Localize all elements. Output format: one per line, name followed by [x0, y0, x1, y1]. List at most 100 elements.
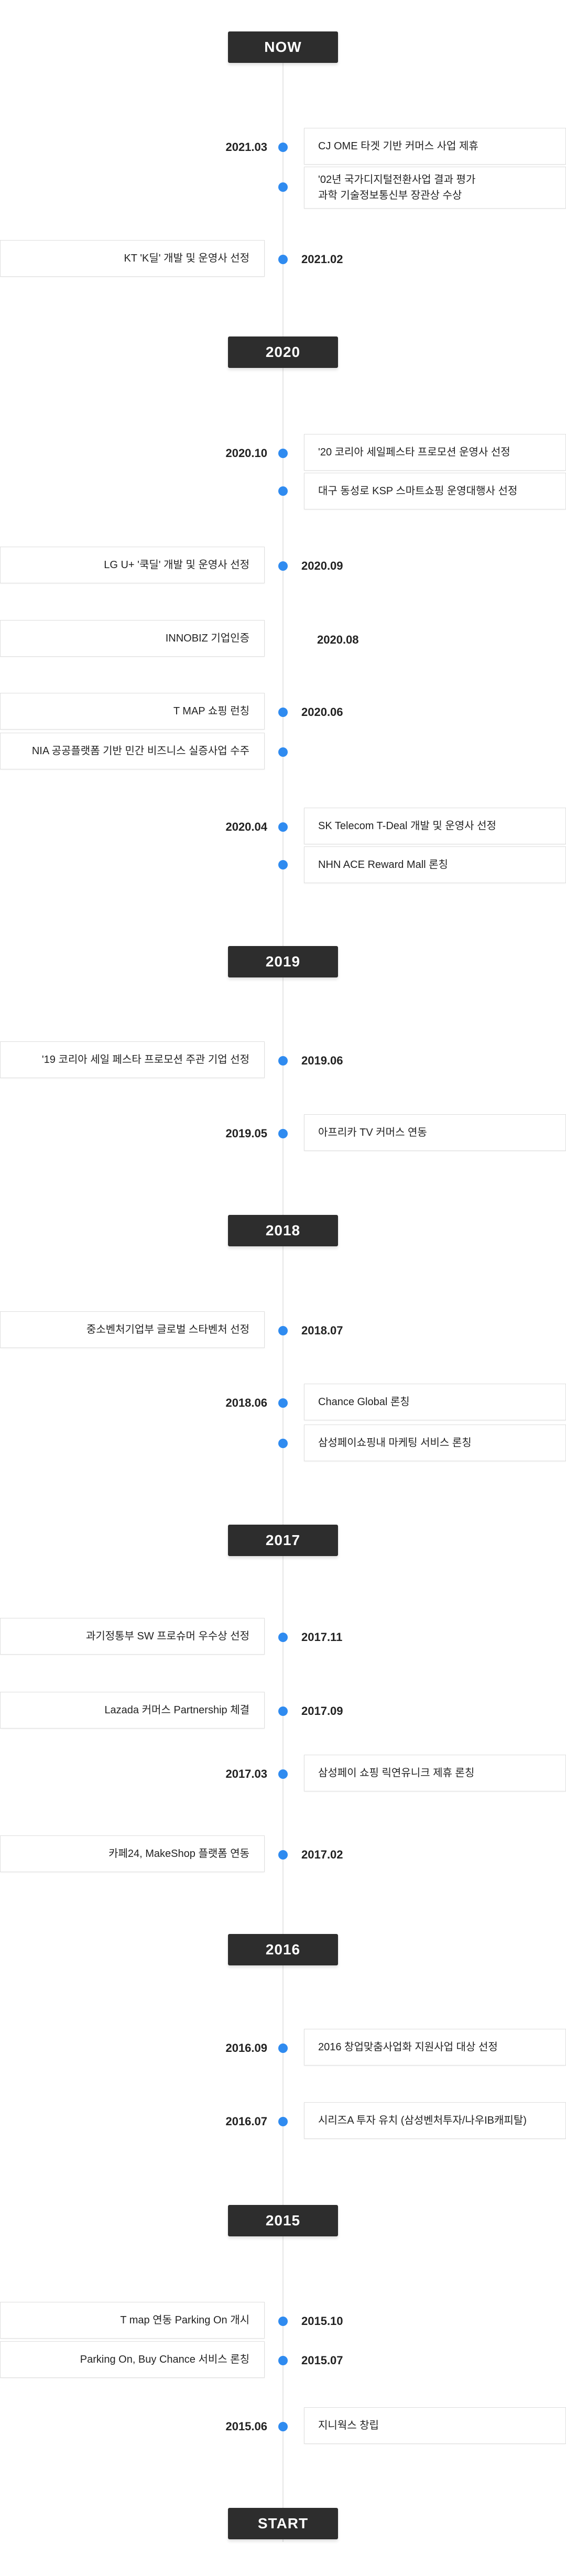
timeline-dot [278, 1769, 288, 1779]
timeline-dot [278, 449, 288, 458]
date-label: 2020.09 [301, 559, 343, 572]
timeline-dot [278, 747, 288, 757]
timeline-dot [278, 1633, 288, 1642]
timeline-dot [278, 255, 288, 264]
timeline-dot [278, 822, 288, 832]
timeline-dot [278, 2044, 288, 2053]
event-card: NHN ACE Reward Mall 론칭 [304, 846, 566, 883]
event-text: Parking On, Buy Chance 서비스 론칭 [80, 2354, 249, 2365]
event-text: 지니웍스 창립 [318, 2420, 379, 2431]
event-text: 아프리카 TV 커머스 연동 [318, 1127, 427, 1138]
event-card: 지니웍스 창립 [304, 2407, 566, 2444]
date-label: 2020.06 [301, 705, 343, 719]
timeline-dot [278, 1326, 288, 1335]
event-text: Lazada 커머스 Partnership 체결 [104, 1704, 249, 1716]
event-text: NIA 공공플랫폼 기반 민간 비즈니스 실증사업 수주 [31, 745, 249, 757]
event-text: 과학 기술정보통신부 장관상 수상 [318, 190, 462, 201]
event-card: LG U+ '쿡딜' 개발 및 운영사 선정 [0, 547, 265, 583]
timeline-dot [278, 143, 288, 152]
date-label: 2015.06 [225, 2420, 267, 2433]
event-text: '20 코리아 세일페스타 프로모션 운영사 선정 [318, 447, 510, 458]
date-label: 2015.07 [301, 2354, 343, 2367]
event-text: 삼성페이 쇼핑 릭연유니크 제휴 론칭 [318, 1767, 475, 1779]
year-badge-2020: 2020 [228, 336, 338, 368]
timeline-dot [278, 860, 288, 869]
event-card: NIA 공공플랫폼 기반 민간 비즈니스 실증사업 수주 [0, 733, 265, 769]
date-label: 2017.11 [301, 1631, 343, 1644]
event-text: 과기정통부 SW 프로슈머 우수상 선정 [85, 1631, 249, 1642]
date-label: 2018.06 [225, 1396, 267, 1409]
event-text: SK Telecom T-Deal 개발 및 운영사 선정 [318, 820, 496, 832]
event-card: KT 'K딜' 개발 및 운영사 선정 [0, 240, 265, 277]
event-text: T map 연동 Parking On 개시 [120, 2314, 249, 2326]
timeline-dot [278, 1398, 288, 1408]
date-label: 2017.09 [301, 1704, 343, 1718]
event-text: Chance Global 론칭 [318, 1396, 410, 1408]
timeline-dot [278, 1439, 288, 1448]
event-card: SK Telecom T-Deal 개발 및 운영사 선정 [304, 808, 566, 844]
event-card: '20 코리아 세일페스타 프로모션 운영사 선정 [304, 434, 566, 471]
date-label: 2021.02 [301, 253, 343, 266]
year-badge-2017: 2017 [228, 1525, 338, 1556]
event-card: 카페24, MakeShop 플랫폼 연동 [0, 1835, 265, 1872]
event-card: INNOBIZ 기업인증 [0, 620, 265, 657]
event-text: 중소벤처기업부 글로벌 스타벤처 선정 [86, 1324, 249, 1335]
timeline-dot [278, 2356, 288, 2365]
event-card: 대구 동성로 KSP 스마트쇼핑 운영대행사 선정 [304, 473, 566, 509]
year-badge-2016: 2016 [228, 1934, 338, 1965]
date-label: 2020.04 [225, 820, 267, 833]
timeline-dot [278, 708, 288, 717]
date-label: 2019.06 [301, 1054, 343, 1067]
date-label: 2021.03 [225, 140, 267, 154]
event-text: 카페24, MakeShop 플랫폼 연동 [108, 1848, 249, 1860]
event-card: 시리즈A 투자 유치 (삼성벤처투자/나우IB캐피탈) [304, 2102, 566, 2139]
date-label: 2015.10 [301, 2314, 343, 2328]
event-text: LG U+ '쿡딜' 개발 및 운영사 선정 [104, 559, 249, 571]
timeline-dot [278, 1707, 288, 1716]
timeline-dot [278, 1850, 288, 1860]
event-card: 중소벤처기업부 글로벌 스타벤처 선정 [0, 1311, 265, 1348]
event-card: Chance Global 론칭 [304, 1384, 566, 1420]
event-text: T MAP 쇼핑 런칭 [173, 705, 249, 717]
year-badge-start: START [228, 2508, 338, 2539]
event-text: INNOBIZ 기업인증 [165, 633, 249, 644]
timeline-dot [278, 486, 288, 496]
date-label: 2020.08 [317, 633, 359, 646]
event-text: NHN ACE Reward Mall 론칭 [318, 859, 448, 871]
date-label: 2017.02 [301, 1848, 343, 1861]
event-card: Parking On, Buy Chance 서비스 론칭 [0, 2341, 265, 2378]
year-badge-now: NOW [228, 31, 338, 63]
timeline-dot [278, 1129, 288, 1138]
event-text: 2016 창업맞춤사업화 지원사업 대상 선정 [318, 2041, 498, 2053]
event-text: '02년 국가디지털전환사업 결과 평가 [318, 174, 476, 186]
date-label: 2017.03 [225, 1767, 267, 1780]
timeline-dot [278, 2317, 288, 2326]
event-card: 아프리카 TV 커머스 연동 [304, 1114, 566, 1151]
event-card: T MAP 쇼핑 런칭 [0, 693, 265, 730]
event-card: Lazada 커머스 Partnership 체결 [0, 1692, 265, 1729]
event-card: '19 코리아 세일 페스타 프로모션 주관 기업 선정 [0, 1041, 265, 1078]
year-badge-2019: 2019 [228, 946, 338, 977]
event-text: 삼성페이쇼핑내 마케팅 서비스 론칭 [318, 1437, 472, 1449]
event-text: 시리즈A 투자 유치 (삼성벤처투자/나우IB캐피탈) [318, 2115, 527, 2126]
event-text: 대구 동성로 KSP 스마트쇼핑 운영대행사 선정 [318, 485, 518, 497]
date-label: 2019.05 [225, 1127, 267, 1140]
event-card: T map 연동 Parking On 개시 [0, 2302, 265, 2339]
year-badge-2015: 2015 [228, 2205, 338, 2236]
timeline-dot [278, 2422, 288, 2431]
date-label: 2016.09 [225, 2041, 267, 2055]
timeline-axis [282, 42, 284, 2542]
date-label: 2018.07 [301, 1324, 343, 1337]
event-text: '19 코리아 세일 페스타 프로모션 주관 기업 선정 [41, 1054, 249, 1066]
timeline-dot [278, 2117, 288, 2126]
event-text: KT 'K딜' 개발 및 운영사 선정 [124, 253, 249, 264]
event-card: 삼성페이 쇼핑 릭연유니크 제휴 론칭 [304, 1755, 566, 1791]
event-text: CJ OME 타겟 기반 커머스 사업 제휴 [318, 140, 478, 152]
date-label: 2016.07 [225, 2115, 267, 2128]
event-card: 2016 창업맞춤사업화 지원사업 대상 선정 [304, 2029, 566, 2066]
event-card: 삼성페이쇼핑내 마케팅 서비스 론칭 [304, 1425, 566, 1461]
timeline-dot [278, 561, 288, 571]
year-badge-2018: 2018 [228, 1215, 338, 1246]
timeline-dot [278, 182, 288, 192]
